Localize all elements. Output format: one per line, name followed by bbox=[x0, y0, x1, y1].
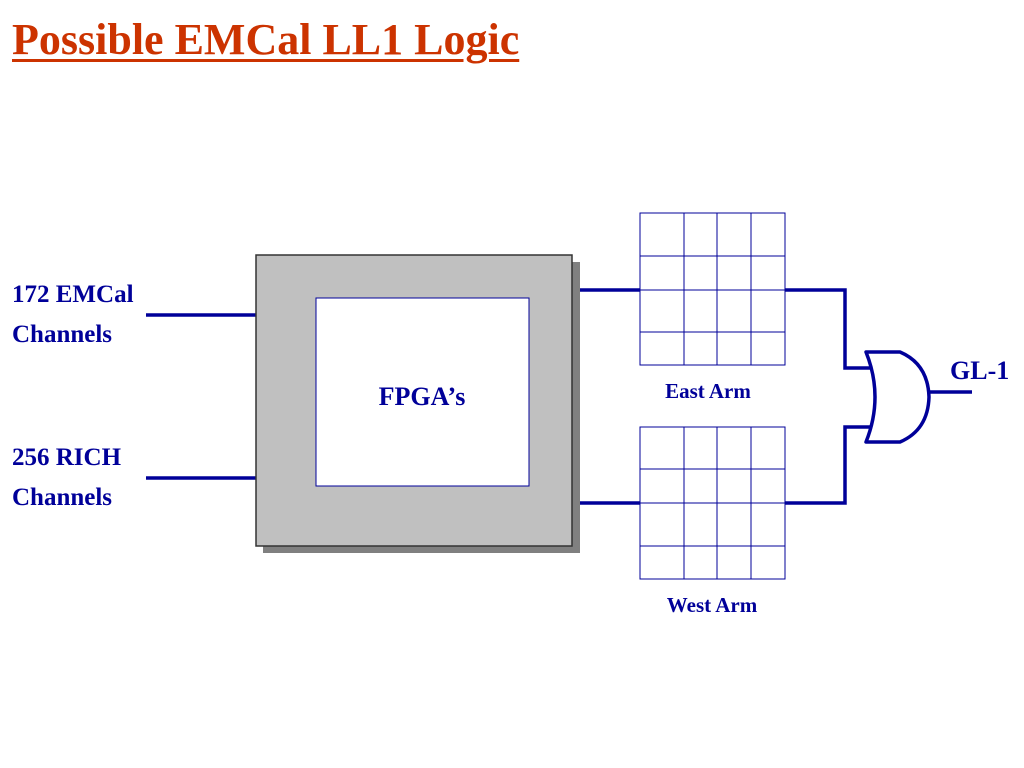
east-cell bbox=[639, 255, 685, 291]
east-cell bbox=[750, 255, 786, 291]
west-arm-label: West Arm bbox=[667, 593, 758, 617]
east-cell bbox=[750, 212, 786, 257]
east-cell bbox=[716, 255, 752, 291]
east-arm-label: East Arm bbox=[665, 379, 751, 403]
east-cell bbox=[716, 331, 752, 366]
east-cell bbox=[716, 212, 752, 257]
gl1-output-label: GL-1 bbox=[950, 356, 1009, 385]
rich-label-line1: 256 RICH bbox=[12, 444, 122, 471]
west-cell bbox=[639, 468, 685, 504]
west-to-gate-wire bbox=[785, 425, 878, 505]
rich-label-line2: Channels bbox=[12, 484, 112, 511]
east-cell bbox=[750, 289, 786, 333]
fpga-inner bbox=[315, 297, 530, 487]
east-cell bbox=[683, 331, 718, 366]
west-cell bbox=[639, 545, 685, 580]
east-to-gate-wire bbox=[785, 288, 878, 370]
west-cell bbox=[683, 545, 718, 580]
west-cell bbox=[683, 468, 718, 504]
west-cell bbox=[750, 468, 786, 504]
fpga-label: FPGA’s bbox=[379, 382, 466, 411]
emcal-label-line2: Channels bbox=[12, 321, 112, 348]
west-cell bbox=[716, 545, 752, 580]
emcal-label-line1: 172 EMCal bbox=[12, 281, 134, 308]
east-cell bbox=[639, 212, 685, 257]
east-cell bbox=[750, 331, 786, 366]
west-cell bbox=[750, 426, 786, 470]
west-cell bbox=[716, 468, 752, 504]
east-cell bbox=[683, 255, 718, 291]
page-title: Possible EMCal LL1 Logic bbox=[12, 15, 520, 64]
west-cell bbox=[750, 545, 786, 580]
east-cell bbox=[683, 289, 718, 333]
east-arm-grid bbox=[639, 212, 786, 366]
west-cell bbox=[683, 426, 718, 470]
or-gate-symbol bbox=[864, 350, 931, 444]
west-cell bbox=[716, 502, 752, 547]
west-cell bbox=[716, 426, 752, 470]
east-cell bbox=[716, 289, 752, 333]
east-cell bbox=[639, 289, 685, 333]
west-cell bbox=[639, 426, 685, 470]
west-cell bbox=[750, 502, 786, 547]
west-arm-grid bbox=[639, 426, 786, 580]
west-cell bbox=[639, 502, 685, 547]
fpga-block: FPGA’s bbox=[255, 254, 580, 553]
east-cell bbox=[639, 331, 685, 366]
west-cell bbox=[683, 502, 718, 547]
east-cell bbox=[683, 212, 718, 257]
